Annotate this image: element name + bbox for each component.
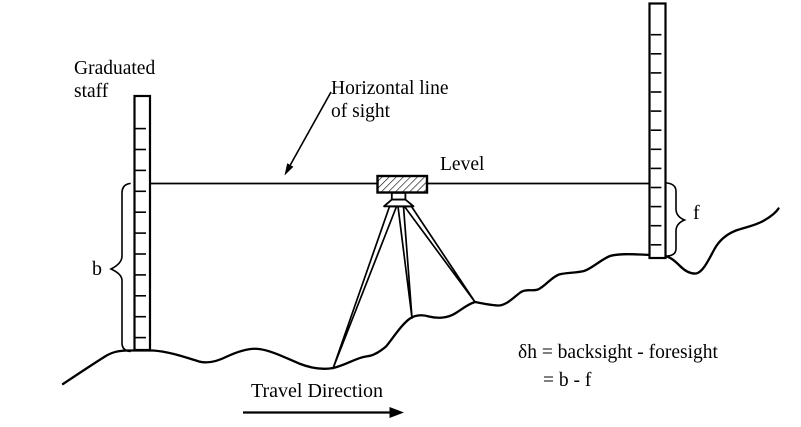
level-body bbox=[376, 174, 429, 194]
level-label: Level bbox=[440, 154, 485, 175]
left-staff-body bbox=[133, 94, 152, 352]
travel-direction-arrow-icon bbox=[243, 407, 404, 418]
foresight-brace bbox=[666, 182, 687, 257]
level-instrument-icon bbox=[376, 174, 429, 208]
tripod-legs bbox=[332, 205, 476, 370]
ground-line bbox=[61, 207, 780, 386]
tripod-middle-leg bbox=[397, 205, 413, 319]
equation-line1: δh = backsight - foresight bbox=[518, 342, 718, 363]
horizontal-line-of-sight-label: Horizontal line of sight bbox=[331, 78, 449, 122]
equation-line2: = b - f bbox=[543, 370, 592, 391]
graduated-staff-label: Graduated staff bbox=[74, 58, 156, 102]
sight-pointer-arrow-icon bbox=[284, 91, 332, 176]
right-staff-ticks bbox=[650, 33, 662, 246]
backsight-brace bbox=[109, 182, 131, 353]
tripod-head bbox=[383, 198, 415, 208]
travel-direction-label: Travel Direction bbox=[251, 380, 384, 402]
backsight-b-label: b bbox=[92, 258, 102, 280]
left-staff bbox=[133, 94, 152, 352]
right-staff bbox=[648, 2, 667, 260]
foresight-f-label: f bbox=[693, 202, 700, 224]
tripod-neck bbox=[390, 191, 407, 201]
left-staff-ticks bbox=[135, 127, 146, 339]
tripod-right-leg bbox=[403, 205, 476, 303]
